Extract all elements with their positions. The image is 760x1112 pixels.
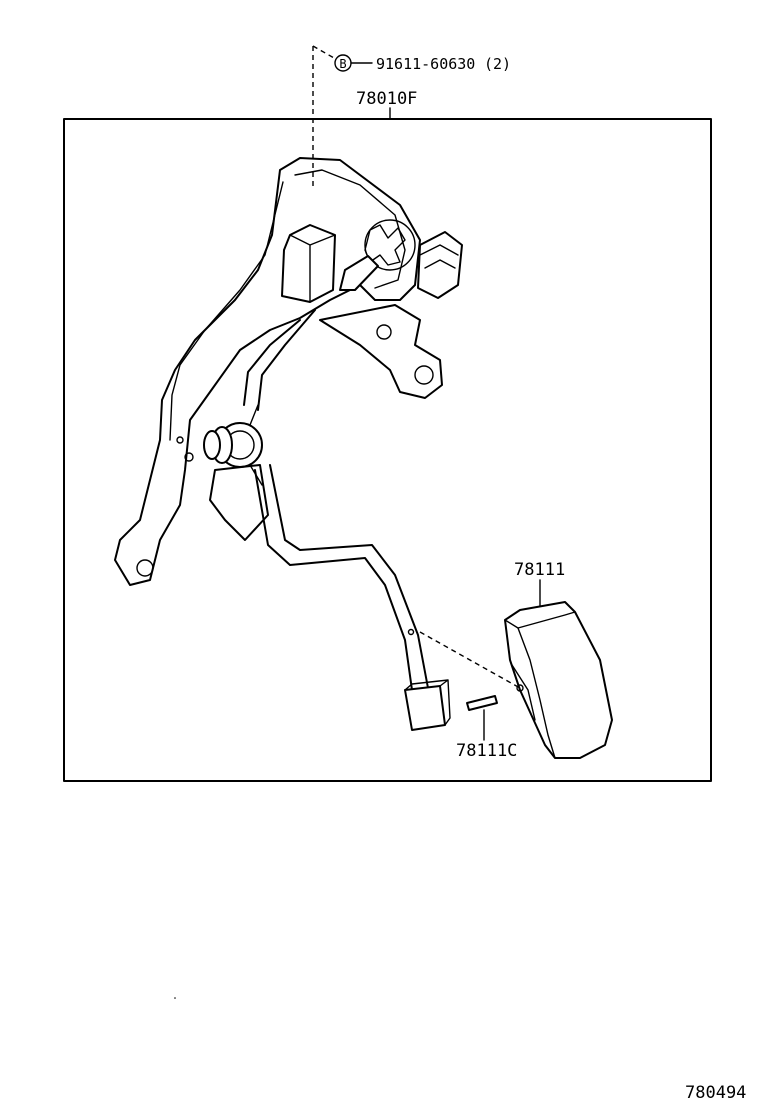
assembly-part-number: 78010F bbox=[356, 89, 417, 109]
assembly-frame bbox=[63, 118, 712, 782]
bolt-part-number: 91611-60630 bbox=[376, 55, 475, 73]
bolt-dashed-leader-top bbox=[312, 45, 335, 59]
bolt-quantity: (2) bbox=[484, 55, 511, 73]
stray-dot bbox=[174, 997, 176, 999]
pin-drawing bbox=[466, 695, 498, 711]
pin-part-number: 78111C bbox=[456, 741, 517, 761]
pedal-pad-drawing bbox=[504, 601, 613, 759]
bolt-marker-letter: B bbox=[339, 57, 346, 71]
pedal-bracket-drawing bbox=[114, 157, 463, 731]
figure-number: 780494 bbox=[685, 1083, 746, 1103]
pedal-pad-part-number: 78111 bbox=[514, 560, 565, 580]
pad-dashed-leader bbox=[419, 631, 521, 689]
pivot-spring bbox=[203, 404, 263, 486]
bolt-marker-icon: B bbox=[334, 54, 352, 72]
